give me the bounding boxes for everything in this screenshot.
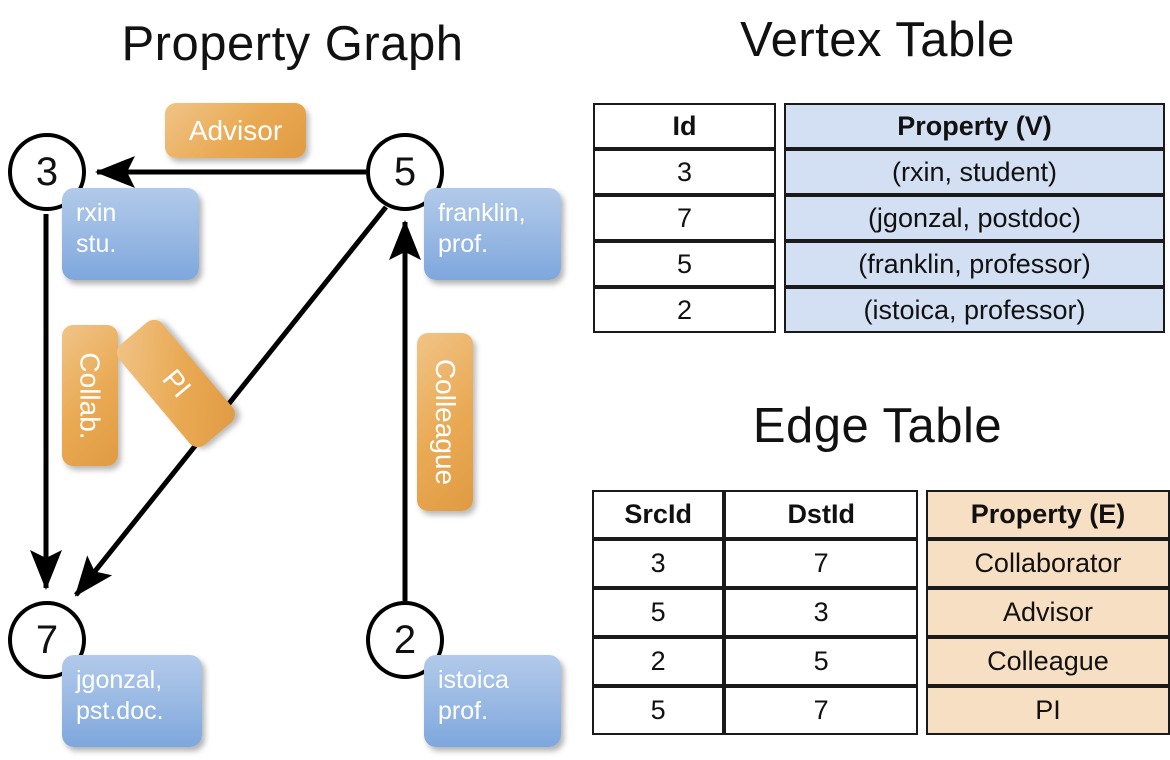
table-row: 7 (jgonzal, postdoc) — [593, 195, 1165, 241]
edge-table-column-gap — [918, 588, 926, 637]
vertex-table-column-gap — [776, 241, 784, 287]
table-row: 3 (rxin, student) — [593, 149, 1165, 195]
vertex-property-callout-2: istoica prof. — [424, 655, 561, 747]
edge-table-header-dstid: DstId — [724, 490, 919, 539]
page-title-property-graph: Property Graph — [121, 17, 464, 71]
edge-row-1-property: Advisor — [925, 588, 1170, 637]
edge-row-1-src: 5 — [592, 588, 725, 637]
edge-line-pi — [74, 205, 388, 597]
vertex-property-7-line1: jgonzal, — [76, 666, 163, 694]
edge-table-header-srcid: SrcId — [592, 490, 725, 539]
edge-row-0-dst: 7 — [724, 539, 919, 588]
graph-node-5[interactable]: 5 — [366, 133, 444, 211]
edge-table-column-gap — [918, 539, 926, 588]
vertex-property-5-line1: franklin, — [438, 199, 526, 227]
edge-label-collab: Collab. — [62, 325, 118, 466]
vertex-table-column-gap — [776, 195, 784, 241]
table-row: 3 7 Collaborator — [592, 539, 1170, 588]
graph-edge-lines — [30, 156, 421, 601]
edge-row-0-property: Collaborator — [925, 539, 1170, 588]
page-title-edge-table: Edge Table — [752, 399, 1003, 453]
vertex-table: Id Property (V) 3 (rxin, student) 7 (jgo… — [593, 103, 1165, 333]
edge-label-collab-text: Collab. — [75, 351, 107, 440]
vertex-property-2-line2: prof. — [438, 697, 489, 725]
table-row: 2 5 Colleague — [592, 637, 1170, 686]
vertex-table-column-gap — [776, 149, 784, 195]
edge-label-colleague-text: Colleague — [430, 358, 462, 486]
vertex-row-3-property: (istoica, professor) — [784, 287, 1165, 333]
vertex-property-callout-5: franklin, prof. — [424, 188, 561, 280]
edge-row-1-dst: 3 — [724, 588, 919, 637]
edge-label-advisor-text: Advisor — [188, 114, 283, 146]
edge-table-header-property: Property (E) — [925, 490, 1170, 539]
edge-row-2-src: 2 — [592, 637, 725, 686]
edge-label-advisor: Advisor — [165, 103, 306, 158]
edge-row-3-src: 5 — [592, 686, 725, 735]
edge-table-header-row: SrcId DstId Property (E) — [592, 490, 1170, 539]
edge-row-0-src: 3 — [592, 539, 725, 588]
vertex-property-3-line2: stu. — [76, 230, 117, 258]
vertex-table-header-row: Id Property (V) — [593, 103, 1165, 149]
vertex-row-2-property: (franklin, professor) — [784, 241, 1165, 287]
vertex-property-5-line2: prof. — [438, 230, 489, 258]
vertex-table-column-gap — [776, 103, 784, 149]
edge-label-pi-text: PI — [156, 363, 197, 404]
edge-row-3-property: PI — [925, 686, 1170, 735]
vertex-property-callout-3: rxin stu. — [62, 188, 199, 280]
edge-row-2-property: Colleague — [925, 637, 1170, 686]
graph-node-7-label: 7 — [35, 618, 59, 662]
vertex-table-header-property: Property (V) — [784, 103, 1165, 149]
vertex-table-column-gap — [776, 287, 784, 333]
vertex-table-header-id: Id — [593, 103, 776, 149]
graph-node-3-label: 3 — [35, 150, 59, 194]
graph-node-5-label: 5 — [393, 150, 417, 194]
vertex-property-3-line1: rxin — [76, 199, 117, 227]
vertex-property-2-line1: istoica — [438, 666, 509, 694]
edge-label-colleague: Colleague — [417, 333, 473, 511]
vertex-property-7-line2: pst.doc. — [76, 697, 164, 725]
graph-node-2[interactable]: 2 — [366, 601, 444, 679]
edge-table: SrcId DstId Property (E) 3 7 Collaborato… — [592, 490, 1170, 735]
edge-row-3-dst: 7 — [724, 686, 919, 735]
vertex-row-1-id: 7 — [593, 195, 776, 241]
vertex-row-2-id: 5 — [593, 241, 776, 287]
edge-row-2-dst: 5 — [724, 637, 919, 686]
vertex-property-callout-7: jgonzal, pst.doc. — [62, 655, 202, 747]
property-graph-diagram: 3 5 7 2 rxin stu. franklin, prof. jgonza… — [8, 103, 561, 747]
graph-node-2-label: 2 — [393, 618, 417, 662]
edge-table-column-gap — [918, 686, 926, 735]
table-row: 5 (franklin, professor) — [593, 241, 1165, 287]
table-row: 5 3 Advisor — [592, 588, 1170, 637]
vertex-row-0-property: (rxin, student) — [784, 149, 1165, 195]
edge-table-column-gap — [918, 490, 926, 539]
page-title-vertex-table: Vertex Table — [740, 13, 1015, 67]
table-row: 5 7 PI — [592, 686, 1170, 735]
vertex-row-0-id: 3 — [593, 149, 776, 195]
table-row: 2 (istoica, professor) — [593, 287, 1165, 333]
edge-table-column-gap — [918, 637, 926, 686]
vertex-row-1-property: (jgonzal, postdoc) — [784, 195, 1165, 241]
vertex-row-3-id: 2 — [593, 287, 776, 333]
